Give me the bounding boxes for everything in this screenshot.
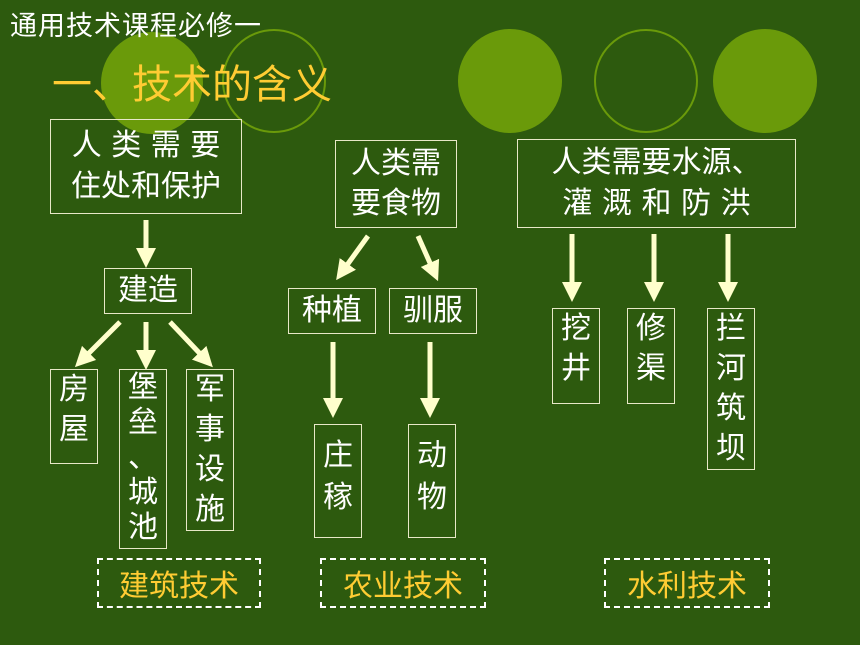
result-fort-char: 城	[128, 475, 158, 510]
result-animal-char: 物	[417, 480, 447, 515]
result-dam-char: 拦	[716, 311, 746, 346]
arrow-build-to-house	[74, 320, 122, 368]
arrow-food-to-tame	[415, 234, 440, 282]
result-animal-char: 动	[417, 438, 447, 473]
need-shelter-box: 人 类 需 要 住处和保护	[50, 119, 242, 214]
category-agriculture: 农业技术	[320, 558, 486, 608]
section-title: 一、技术的含义	[52, 62, 332, 108]
result-fort-box: 堡 垒 、 城 池	[119, 369, 167, 549]
result-military-char: 军	[195, 372, 225, 407]
need-food-box: 人类需 要食物	[335, 140, 457, 228]
result-well-char: 井	[561, 351, 591, 386]
tame-box: 驯服	[389, 288, 477, 334]
result-well-box: 挖 井	[552, 308, 600, 404]
need-food-line2: 要食物	[351, 186, 441, 221]
result-crop-char: 稼	[323, 480, 353, 515]
result-military-char: 设	[195, 452, 225, 487]
need-shelter-line1: 人 类 需 要	[71, 128, 221, 163]
decor-circle-filled-3	[713, 29, 817, 133]
need-water-line2: 灌 溉 和 防 洪	[562, 185, 751, 221]
result-fort-char: 、	[128, 440, 158, 475]
result-dam-char: 筑	[716, 391, 746, 426]
result-dam-box: 拦 河 筑 坝	[707, 308, 755, 470]
need-water-box: 人类需要水源、 灌 溉 和 防 洪	[517, 139, 796, 228]
decor-circle-ring-2	[594, 29, 698, 133]
course-title: 通用技术课程必修一	[10, 11, 262, 42]
category-building: 建筑技术	[97, 558, 261, 608]
result-canal-char: 渠	[636, 351, 666, 386]
plant-box: 种植	[288, 288, 376, 334]
result-dam-char: 坝	[716, 431, 746, 466]
need-food-line1: 人类需	[351, 145, 441, 181]
result-well-char: 挖	[561, 311, 591, 346]
decor-circle-filled-1	[101, 32, 203, 134]
result-canal-char: 修	[636, 311, 666, 346]
result-canal-box: 修 渠	[627, 308, 675, 404]
result-military-char: 事	[195, 412, 225, 447]
result-dam-char: 河	[716, 351, 746, 386]
need-water-line1: 人类需要水源、	[551, 145, 762, 180]
result-fort-char: 垒	[128, 405, 158, 440]
result-military-box: 军 事 设 施	[186, 369, 234, 531]
result-house-char: 房	[59, 372, 89, 407]
result-fort-char: 堡	[128, 370, 158, 405]
result-animal-box: 动 物	[408, 424, 456, 538]
category-water: 水利技术	[604, 558, 770, 608]
result-military-char: 施	[195, 492, 225, 527]
result-fort-char: 池	[128, 510, 158, 545]
decor-circle-ring-1	[222, 29, 326, 133]
arrow-build-to-military	[168, 320, 213, 368]
decor-circle-filled-2	[458, 29, 562, 133]
result-house-box: 房 屋	[50, 369, 98, 464]
need-shelter-line2: 住处和保护	[71, 168, 221, 204]
build-box: 建造	[104, 268, 192, 314]
result-house-char: 屋	[59, 412, 89, 447]
result-crop-char: 庄	[323, 438, 353, 473]
result-crop-box: 庄 稼	[314, 424, 362, 538]
arrow-food-to-plant	[336, 234, 371, 281]
